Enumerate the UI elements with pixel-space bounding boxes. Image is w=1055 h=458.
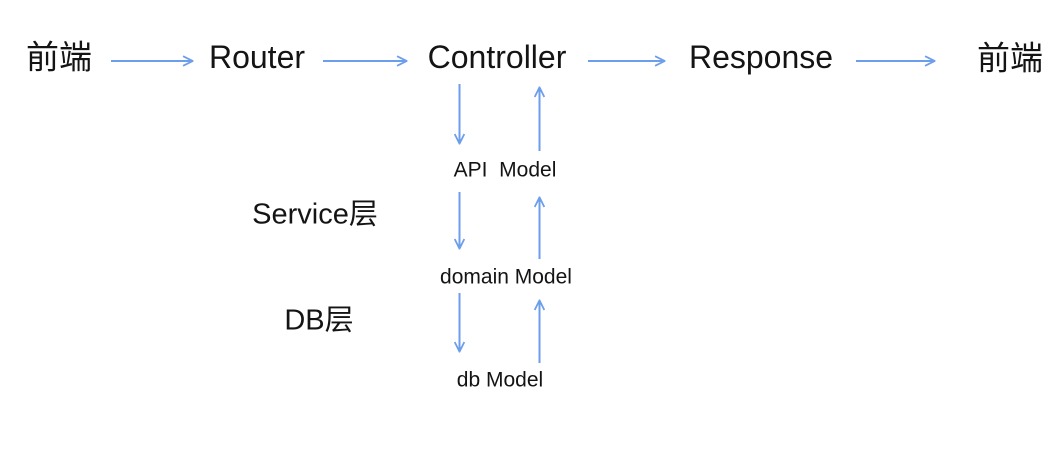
node-response: Response: [688, 39, 834, 75]
node-db-model: db Model: [456, 368, 544, 392]
label-db-layer: DB层: [284, 304, 354, 337]
node-frontend-right: 前端: [977, 39, 1043, 77]
node-frontend-left: 前端: [26, 38, 92, 76]
node-api-model: API Model: [453, 158, 557, 182]
node-domain-model: domain Model: [440, 265, 572, 289]
label-service-layer: Service层: [252, 198, 378, 231]
node-router: Router: [208, 39, 306, 75]
node-controller: Controller: [427, 39, 567, 75]
